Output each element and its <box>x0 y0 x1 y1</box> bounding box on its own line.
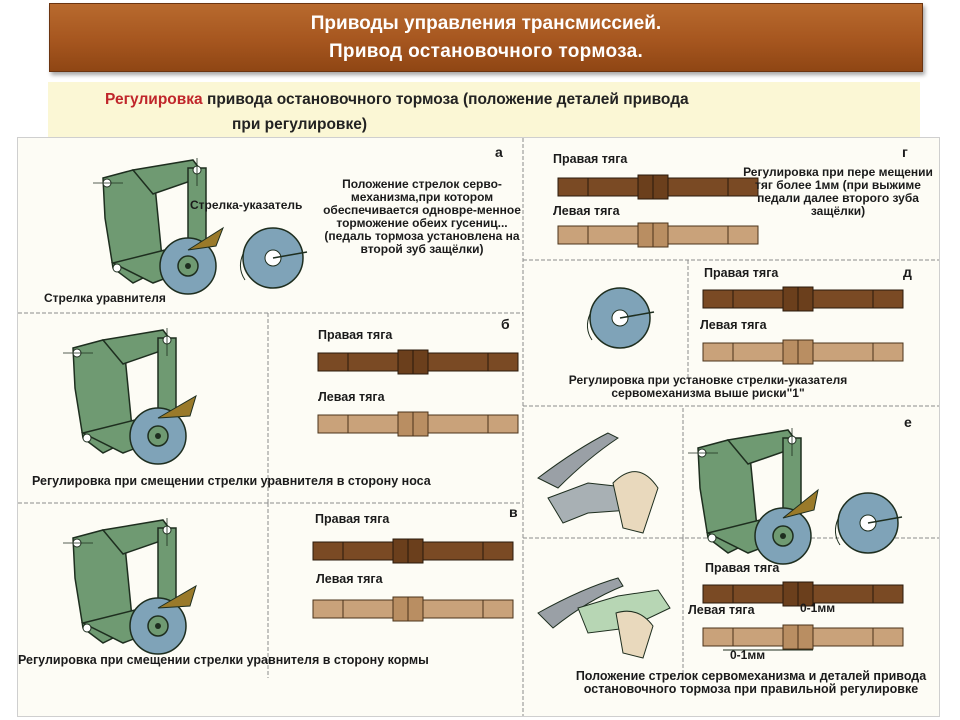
panel-e-right-rod: Правая тяга <box>705 561 780 575</box>
pointer-label: Стрелка-указатель <box>190 198 303 212</box>
panel-v-left-rod: Левая тяга <box>316 572 383 586</box>
panel-e-gap-2: 0-1мм <box>730 648 766 662</box>
panel-v-letter: в <box>509 504 518 520</box>
panel-g-note: Регулировка при пере мещении тяг более 1… <box>743 165 933 218</box>
subheader-highlight: Регулировка <box>105 91 203 108</box>
panel-b-right-rod: Правая тяга <box>318 328 393 342</box>
panel-e-letter: е <box>904 414 912 430</box>
panel-b-left-rod: Левая тяга <box>318 390 385 404</box>
panel-e-caption: Положение стрелок сервомеханизма и детал… <box>575 669 927 696</box>
panel-v-right-rod: Правая тяга <box>315 512 390 526</box>
panel-v-caption: Регулировка при смещении стрелки уравнит… <box>18 653 429 667</box>
subheader-line-2: при регулировке) <box>232 116 368 133</box>
panel-e-left-rod: Левая тяга <box>688 603 755 617</box>
panel-a-letter: а <box>495 144 503 160</box>
panel-g-left-rod: Левая тяга <box>553 204 620 218</box>
panel-d-letter: д <box>903 264 912 280</box>
title-banner: Приводы управления трансмиссией. Привод … <box>49 3 923 72</box>
subheader-box: Регулировка привода остановочного тормоз… <box>48 82 920 140</box>
panel-b-letter: б <box>501 316 510 332</box>
diagram-sheet: а Стрелка-указатель Стрелка уравнителя П… <box>17 137 940 717</box>
diagram-illustration <box>18 138 939 716</box>
panel-g-letter: г <box>902 144 908 160</box>
panel-b-caption: Регулировка при смещении стрелки уравнит… <box>32 474 431 488</box>
panel-d-caption: Регулировка при установке стрелки-указат… <box>568 373 848 400</box>
panel-a-note: Положение стрелок серво-механизма,при ко… <box>323 177 521 256</box>
panel-d-right-rod: Правая тяга <box>704 266 779 280</box>
panel-g-right-rod: Правая тяга <box>553 152 628 166</box>
equalizer-label: Стрелка уравнителя <box>44 291 166 305</box>
panel-e-gap-1: 0-1мм <box>800 601 836 615</box>
subheader-line-1: Регулировка привода остановочного тормоз… <box>105 91 689 109</box>
title-line-2: Привод остановочного тормоза. <box>328 41 644 62</box>
panel-d-left-rod: Левая тяга <box>700 318 767 332</box>
subheader-line-1-text: привода остановочного тормоза (положение… <box>202 91 689 108</box>
title-line-1: Приводы управления трансмиссией. <box>310 13 662 34</box>
